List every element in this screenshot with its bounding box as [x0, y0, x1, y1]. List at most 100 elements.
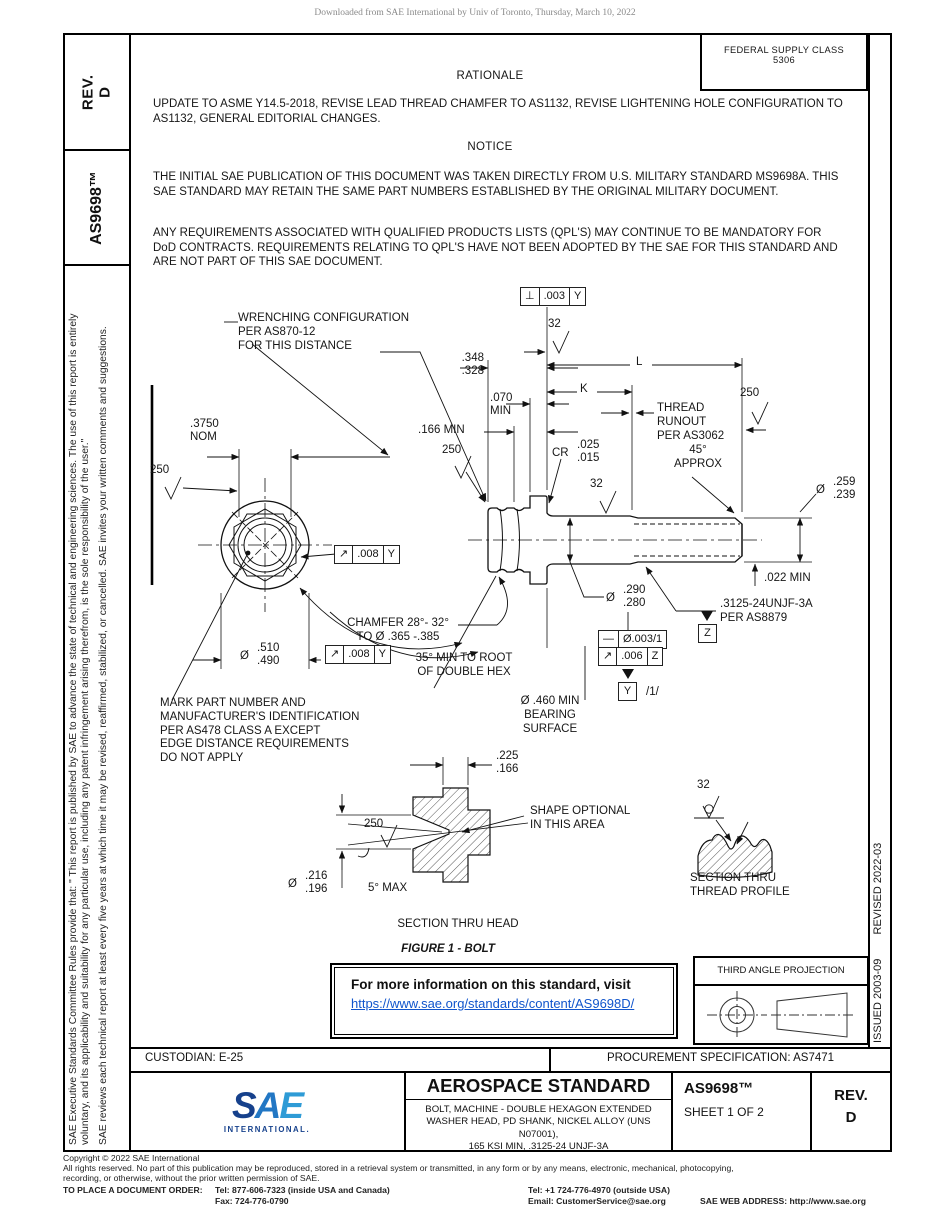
rationale-text: UPDATE TO ASME Y14.5-2018, REVISE LEAD T…: [153, 98, 843, 125]
dim-070-min: .070 MIN: [490, 392, 513, 417]
wrenching-note: WRENCHING CONFIGURATION PER AS870-12 FOR…: [238, 312, 410, 352]
finish-250-label-endview: 250: [150, 464, 170, 476]
bearing-surface-note: Ø .460 MIN BEARING SURFACE: [520, 695, 580, 735]
notice-paragraph-2: ANY REQUIREMENTS ASSOCIATED WITH QUALIFI…: [153, 227, 838, 269]
fcf-008-datum: Y: [387, 548, 395, 560]
doc-number-vertical: AS9698™: [88, 170, 106, 245]
cr-values: .025 .015: [577, 439, 600, 464]
section-thru-head-caption: SECTION THRU HEAD: [397, 918, 519, 930]
issued-revised-text: ISSUED 2003-09 REVISED 2022-03: [872, 743, 885, 1043]
dia-216-values: .216 .196: [305, 870, 328, 895]
dim-225-166: .225 .166: [496, 750, 519, 775]
titleblock-div1: [404, 1071, 406, 1150]
rationale-title: RATIONALE: [456, 70, 524, 82]
document-subtitle: BOLT, MACHINE - DOUBLE HEXAGON EXTENDED …: [425, 1104, 652, 1153]
custodian-row-bottom-border: [130, 1071, 890, 1073]
note-1-flag: /1/: [646, 686, 659, 698]
dim-3750-nom: .3750 NOM: [190, 418, 219, 443]
finish-250-label-head: 250: [442, 444, 462, 456]
order-tel2: Tel: +1 724-776-4970 (outside USA): [528, 1185, 670, 1195]
finish-250-symbol-head: [454, 455, 472, 480]
sae-logo-a: A: [254, 1084, 282, 1126]
info-box-text: For more information on this standard, v…: [351, 977, 631, 992]
order-fax: Fax: 724-776-0790: [215, 1196, 289, 1206]
watermark: Downloaded from SAE International by Uni…: [314, 8, 636, 18]
dim-348-328: .348 .328: [461, 352, 484, 377]
revised-date: REVISED 2022-03: [872, 842, 884, 935]
projection-symbol: [707, 991, 855, 1039]
fcf-008b-symbol: ↗: [326, 646, 345, 663]
sae-logo: SAE INTERNATIONAL.: [130, 1073, 404, 1149]
fcf-runout-value: .006: [617, 648, 648, 665]
projection-title: THIRD ANGLE PROJECTION: [695, 958, 867, 986]
custodian-row-divider: [549, 1047, 551, 1073]
titleblock-div3: [810, 1071, 812, 1150]
inner-right-border: [868, 33, 870, 1048]
procurement-cell: PROCUREMENT SPECIFICATION: AS7471: [606, 1052, 835, 1064]
finish-250-symbol-section: [380, 824, 398, 849]
page-frame: [63, 33, 892, 1152]
notice-paragraph-1: THE INITIAL SAE PUBLICATION OF THIS DOCU…: [153, 171, 839, 198]
rev-box-divider: [63, 149, 131, 151]
rev-box: REV. D: [65, 35, 129, 149]
titleblock-number-cell: AS9698™ SHEET 1 OF 2: [684, 1080, 804, 1119]
shape-optional-note: SHAPE OPTIONAL IN THIS AREA: [530, 805, 631, 831]
standard-link[interactable]: https://www.sae.org/standards/content/AS…: [351, 996, 635, 1011]
thread-runout-note: THREAD RUNOUT PER AS3062: [657, 402, 725, 442]
order-web: SAE WEB ADDRESS: http://www.sae.org: [700, 1196, 866, 1206]
fcf-008b-value: .008: [344, 646, 375, 663]
titleblock-doc-number: AS9698™: [684, 1080, 754, 1097]
approx-45-note: 45° APPROX: [674, 444, 722, 470]
sae-logo-subtext: INTERNATIONAL.: [223, 1124, 311, 1134]
federal-supply-class-box: FEDERAL SUPPLY CLASS 5306: [700, 33, 868, 91]
fcf-008-symbol: ↗: [335, 546, 354, 563]
third-angle-projection-box: THIRD ANGLE PROJECTION: [693, 956, 869, 1045]
finish-250-symbol-endview: [164, 476, 182, 501]
finish-32-label-threadprofile: 32: [697, 779, 710, 791]
titleblock-rev-cell: REV. D: [834, 1087, 868, 1126]
dia-510-values: .510 .490: [257, 642, 280, 667]
dia-290-prefix: Ø: [606, 592, 615, 604]
inner-left-border: [129, 33, 131, 1150]
as9698-box-divider: [63, 264, 131, 266]
notice-title: NOTICE: [467, 141, 513, 153]
sidebar-disclaimer-2: SAE reviews each technical report at lea…: [98, 326, 109, 1145]
aerospace-standard-title: AEROSPACE STANDARD: [406, 1073, 671, 1100]
finish-250-label-section: 250: [364, 818, 384, 830]
sae-logo-e: E: [279, 1084, 304, 1126]
finish-250-label-thread: 250: [740, 387, 760, 399]
fcf-straightness-value: Ø.003/1: [623, 632, 663, 645]
chamfer-note: CHAMFER 28°- 32° TO Ø .365 -.385: [347, 617, 449, 643]
custodian-row-top-border: [130, 1047, 890, 1049]
figure1-caption: FIGURE 1 - BOLT: [401, 943, 495, 955]
finish-250-symbol-thread: [751, 401, 769, 426]
dim-5-max: 5° MAX: [368, 882, 408, 894]
finish-32-label-top: 32: [548, 318, 561, 330]
dia-290-values: .290 .280: [623, 584, 646, 609]
finish-32-symbol-top: [552, 330, 570, 355]
titleblock-div2: [671, 1071, 673, 1150]
double-hex-root-note: 35° MIN TO ROOT OF DOUBLE HEX: [415, 652, 513, 678]
finish-32-symbol-shank: [599, 490, 617, 515]
dim-L: L: [636, 356, 643, 368]
finish-32-label-shank: 32: [590, 478, 603, 490]
fcf-perp-symbol: ⊥: [521, 288, 540, 305]
order-label: TO PLACE A DOCUMENT ORDER:: [63, 1185, 203, 1195]
fcf-straightness-symbol: —: [599, 630, 619, 648]
fcf-runout-datum: Z: [651, 650, 659, 662]
fsc-value: 5306: [773, 55, 795, 65]
dia-216-prefix: Ø: [288, 878, 297, 890]
section-thru-thread-profile: [694, 795, 773, 878]
copyright-line3: recording, or otherwise, without the pri…: [63, 1173, 320, 1183]
titleblock-title-cell: AEROSPACE STANDARD BOLT, MACHINE - DOUBL…: [406, 1073, 671, 1152]
cr-label: CR: [552, 447, 569, 459]
wrenching-note-leaders: [224, 321, 487, 502]
thread-callout: .3125-24UNJF-3A PER AS8879: [720, 598, 813, 624]
fsc-label: FEDERAL SUPPLY CLASS: [723, 45, 845, 55]
custodian-cell: CUSTODIAN: E-25: [145, 1052, 244, 1064]
issued-date: ISSUED 2003-09: [872, 958, 884, 1043]
